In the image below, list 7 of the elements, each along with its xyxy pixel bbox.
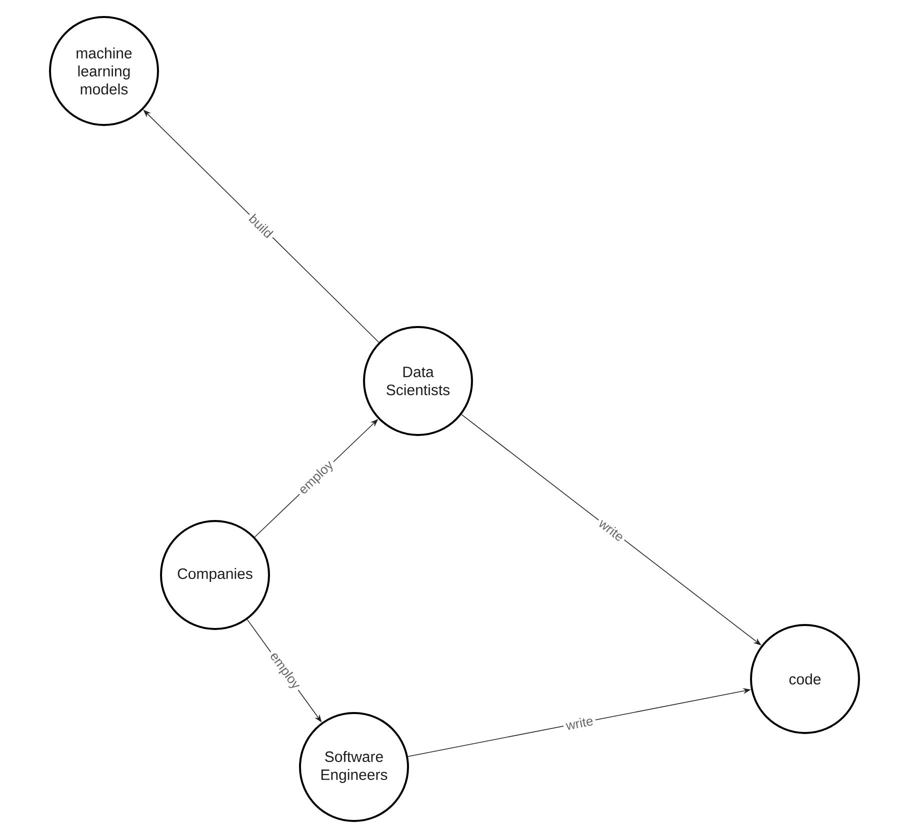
edge-label: write: [562, 712, 597, 734]
circle-node: machine learning models: [49, 16, 159, 126]
edge-label: write: [594, 514, 629, 546]
circle-node: Software Engineers: [299, 712, 409, 822]
circle-node: Companies: [160, 520, 270, 630]
circle-node: Data Scientists: [363, 326, 473, 436]
circle-node: code: [750, 624, 860, 734]
